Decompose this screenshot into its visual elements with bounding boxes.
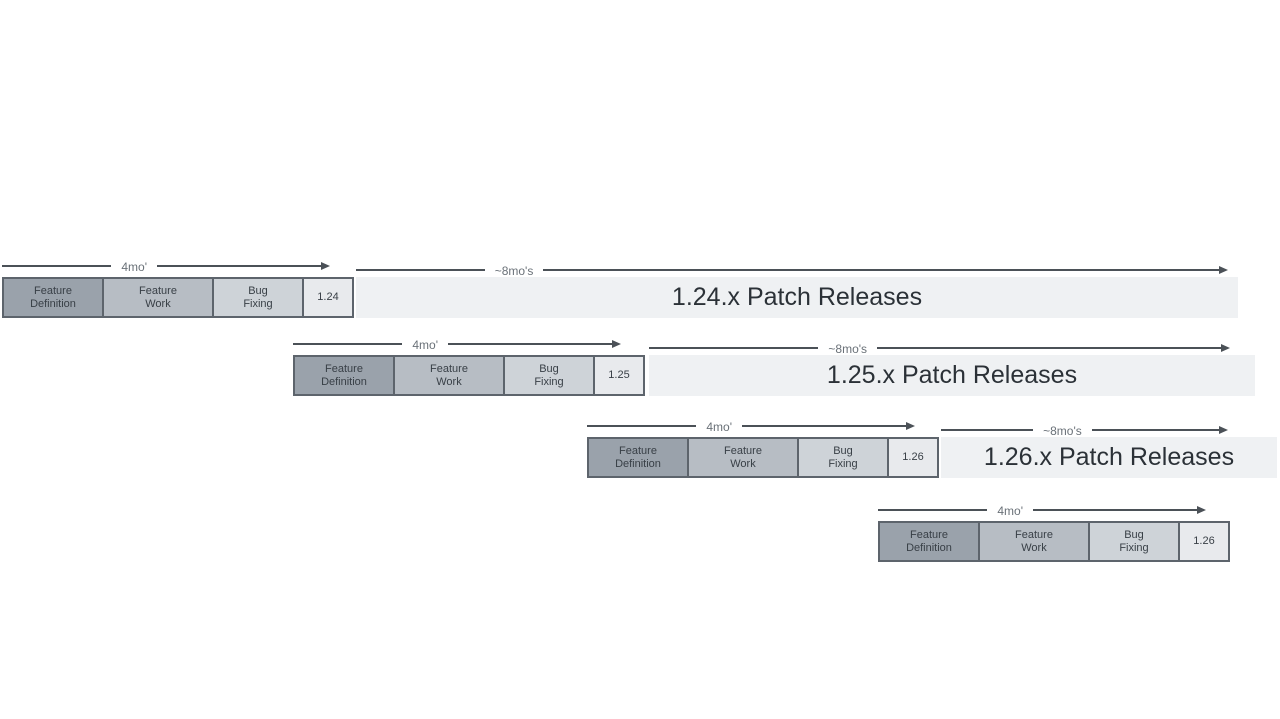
arrowhead-icon: [1218, 266, 1228, 274]
release-cycle-boxes: Feature Definition Feature Work Bug Fixing…: [2, 277, 354, 318]
patch-duration-label: ~8mo's: [494, 264, 534, 278]
phase-label: Bug Fixing: [243, 284, 273, 310]
arrowhead-icon: [321, 262, 330, 270]
phase-label: Feature Work: [724, 444, 762, 470]
patch-duration-arrow: ~8mo's: [356, 262, 1228, 282]
arrow-line: [741, 425, 906, 427]
arrow-line: [1091, 429, 1219, 431]
phase-label: Feature Definition: [906, 528, 952, 554]
version-box: 1.26: [1178, 523, 1228, 560]
phase-box-feature-definition: Feature Definition: [295, 357, 393, 394]
arrow-line: [356, 269, 485, 271]
phase-box-feature-work: Feature Work: [978, 523, 1088, 560]
phase-box-bug-fixing: Bug Fixing: [797, 439, 887, 476]
phase-box-feature-definition: Feature Definition: [4, 279, 102, 316]
patch-releases-label: 1.24.x Patch Releases: [671, 283, 923, 311]
arrow-line: [543, 269, 1219, 271]
version-label: 1.26: [1193, 535, 1215, 547]
phase-box-bug-fixing: Bug Fixing: [212, 279, 302, 316]
phase-box-bug-fixing: Bug Fixing: [503, 357, 593, 394]
release-cycle-boxes: Feature Definition Feature Work Bug Fixing…: [878, 521, 1230, 562]
phase-label: Feature Work: [1015, 528, 1053, 554]
phase-label: Feature Work: [430, 362, 468, 388]
cycle-duration-arrow: 4mo': [2, 258, 330, 278]
patch-releases-bar: 1.26.x Patch Releases: [941, 437, 1277, 478]
phase-box-bug-fixing: Bug Fixing: [1088, 523, 1178, 560]
version-box: 1.26: [887, 439, 937, 476]
cycle-duration-label: 4mo': [706, 420, 732, 434]
version-label: 1.25: [608, 369, 630, 381]
phase-label: Feature Definition: [30, 284, 76, 310]
phase-box-feature-definition: Feature Definition: [589, 439, 687, 476]
release-cycle-boxes: Feature Definition Feature Work Bug Fixing…: [293, 355, 645, 396]
arrow-line: [1032, 509, 1197, 511]
phase-box-feature-work: Feature Work: [102, 279, 212, 316]
cycle-duration-label: 4mo': [121, 260, 147, 274]
arrowhead-icon: [1221, 344, 1230, 352]
arrow-line: [156, 265, 321, 267]
arrow-line: [447, 343, 612, 345]
arrow-line: [877, 347, 1221, 349]
cycle-duration-label: 4mo': [997, 504, 1023, 518]
cycle-duration-arrow: 4mo': [878, 502, 1206, 522]
phase-label: Feature Definition: [321, 362, 367, 388]
arrowhead-icon: [906, 422, 915, 430]
patch-releases-bar: 1.24.x Patch Releases: [356, 277, 1238, 318]
arrow-line: [293, 343, 403, 345]
version-box: 1.25: [593, 357, 643, 394]
arrow-line: [2, 265, 112, 267]
patch-duration-arrow: ~8mo's: [649, 340, 1230, 360]
phase-label: Bug Fixing: [1119, 528, 1149, 554]
arrowhead-icon: [1197, 506, 1206, 514]
arrow-line: [649, 347, 819, 349]
arrow-line: [587, 425, 697, 427]
cycle-duration-arrow: 4mo': [293, 336, 621, 356]
phase-label: Feature Work: [139, 284, 177, 310]
patch-releases-bar: 1.25.x Patch Releases: [649, 355, 1255, 396]
arrowhead-icon: [612, 340, 621, 348]
phase-label: Feature Definition: [615, 444, 661, 470]
cycle-duration-arrow: 4mo': [587, 418, 915, 438]
cycle-duration-label: 4mo': [412, 338, 438, 352]
version-label: 1.24: [317, 291, 339, 303]
version-label: 1.26: [902, 451, 924, 463]
phase-box-feature-definition: Feature Definition: [880, 523, 978, 560]
version-box: 1.24: [302, 279, 352, 316]
patch-duration-label: ~8mo's: [1043, 424, 1082, 438]
patch-releases-label: 1.25.x Patch Releases: [826, 361, 1078, 389]
arrow-line: [941, 429, 1034, 431]
arrow-line: [878, 509, 988, 511]
patch-releases-label: 1.26.x Patch Releases: [983, 443, 1235, 471]
arrowhead-icon: [1218, 426, 1228, 434]
patch-duration-label: ~8mo's: [828, 342, 868, 356]
phase-box-feature-work: Feature Work: [687, 439, 797, 476]
phase-box-feature-work: Feature Work: [393, 357, 503, 394]
phase-label: Bug Fixing: [534, 362, 564, 388]
release-cycle-boxes: Feature Definition Feature Work Bug Fixing…: [587, 437, 939, 478]
phase-label: Bug Fixing: [828, 444, 858, 470]
patch-duration-arrow: ~8mo's: [941, 422, 1228, 442]
